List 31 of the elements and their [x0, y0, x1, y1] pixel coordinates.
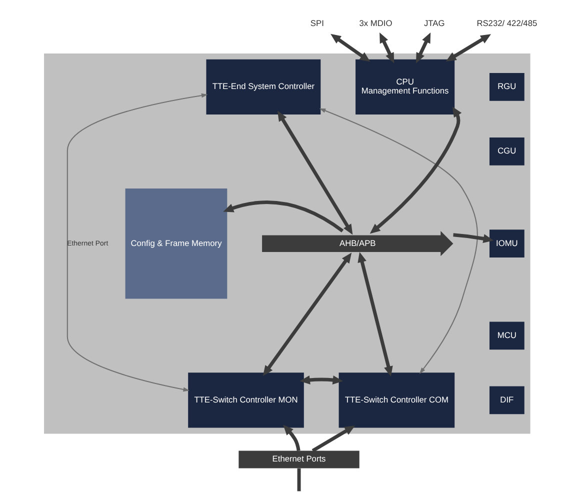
- node-box: DIF: [490, 386, 524, 414]
- node-box: TTE-Switch Controller COM: [338, 372, 455, 428]
- arrow: [283, 424, 300, 452]
- arrow: [453, 233, 494, 243]
- node-text: RS232/ 422/485: [476, 18, 538, 28]
- node-text: JTAG: [424, 18, 445, 28]
- node-box: RGU: [490, 73, 524, 101]
- node-box: TTE-End System Controller: [206, 59, 321, 114]
- node-box: IOMU: [490, 230, 524, 258]
- connector: [297, 468, 301, 492]
- node-text: SPI: [310, 18, 324, 28]
- arrow: [262, 252, 352, 376]
- node-box: CPU Management Functions: [356, 59, 455, 114]
- node-box: CGU: [490, 138, 524, 166]
- arrow: [312, 426, 356, 452]
- node-box: Config & Frame Memory: [125, 188, 228, 299]
- arrow: [223, 200, 344, 232]
- arrow: [370, 106, 462, 234]
- arrow: [380, 32, 394, 64]
- arrow: [416, 32, 431, 64]
- arrow: [66, 93, 208, 392]
- node-box: MCU: [490, 322, 524, 350]
- arrow: [277, 110, 353, 235]
- arrow: [300, 376, 344, 384]
- arrow: [358, 252, 393, 377]
- arrow: [330, 34, 370, 62]
- node-box: TTE-Switch Controller MON: [188, 372, 304, 428]
- node-box: Ethernet Ports: [238, 450, 360, 468]
- arrow: [319, 108, 478, 374]
- node-text: 3x MDIO: [359, 18, 392, 28]
- arrow: [446, 34, 492, 62]
